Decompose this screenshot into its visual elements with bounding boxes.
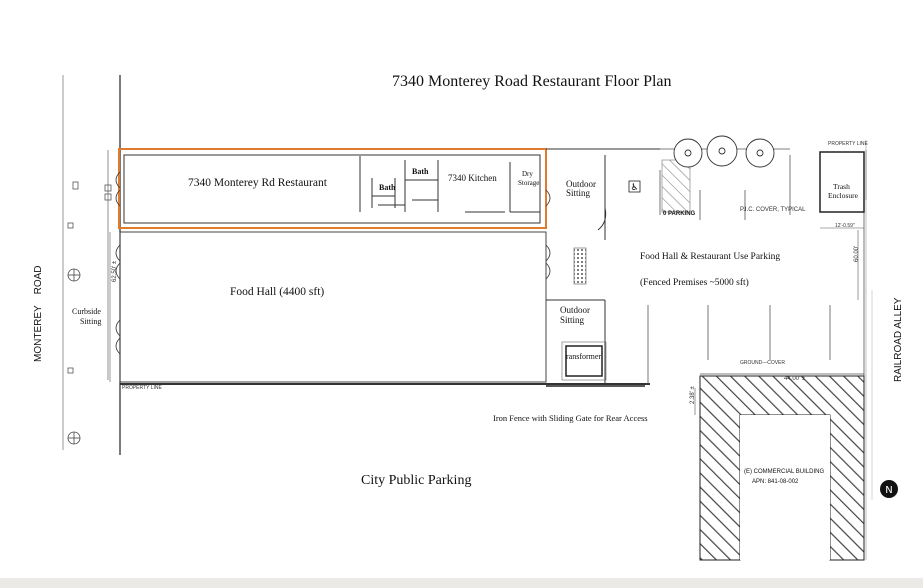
dry-storage-label-2: Storage: [518, 179, 540, 187]
ground-cover-label: GROUND—COVER: [740, 360, 786, 366]
food-hall-outline: [119, 231, 547, 383]
north-arrow-icon: N: [880, 480, 898, 498]
dim-238-label: 2.38' ±: [690, 386, 696, 404]
dim-trash-label: 12'-0.59": [835, 223, 855, 229]
gravel-strip: [573, 247, 587, 285]
trash-enclosure: [819, 151, 865, 213]
street-furniture: [67, 181, 112, 374]
kitchen-label: 7340 Kitchen: [448, 173, 497, 183]
dim-62-label: 62.50' ±: [112, 260, 118, 282]
dry-storage-label-1: Dry: [522, 170, 533, 178]
no-parking-hatch: [661, 159, 691, 213]
property-line-top-label: PROPERTY LINE: [828, 141, 868, 147]
pic-cover-label: P.I.C. COVER, TYPICAL: [740, 207, 806, 213]
restaurant-label: 7340 Monterey Rd Restaurant: [188, 177, 327, 189]
restaurant-interior-walls: [123, 154, 541, 224]
courtyard-walls: [546, 148, 660, 384]
railroad-alley-label: RAILROAD ALLEY: [893, 297, 904, 382]
outdoor-sitting-mid-label-1: Outdoor: [560, 305, 590, 315]
trash-label-2: Enclosure: [828, 191, 858, 200]
commercial-building-label-1: (E) COMMERCIAL BUILDING: [744, 469, 825, 475]
outdoor-sitting-top-label-2: Sitting: [566, 188, 591, 198]
curbside-label-2: Sitting: [80, 317, 102, 326]
parking-sub-label: (Fenced Premises ~5000 sft): [640, 278, 749, 288]
fire-hydrant-icon: [67, 268, 81, 445]
svg-text:♿: ♿: [630, 183, 638, 193]
bath-label-a: Bath: [412, 167, 429, 176]
entry-doors-west: [115, 171, 551, 355]
bottom-strip: [0, 578, 923, 588]
svg-text:N: N: [885, 485, 892, 496]
dim-44-label: 44.00' ±: [784, 376, 806, 382]
commercial-building-label-2: APN: 841-08-002: [752, 479, 799, 485]
curbside-label-1: Curbside: [72, 307, 101, 316]
city-parking-label: City Public Parking: [361, 473, 472, 488]
restaurant-outline: [118, 148, 547, 229]
transformer-box: [565, 345, 603, 377]
outdoor-sitting-top-label-1: Outdoor: [566, 179, 596, 189]
food-hall-label: Food Hall (4400 sft): [230, 286, 325, 298]
iron-fence-label: Iron Fence with Sliding Gate for Rear Ac…: [493, 413, 648, 423]
trash-label-1: Trash: [833, 182, 850, 191]
outdoor-sitting-mid-label-2: Sitting: [560, 315, 585, 325]
bath-label-b: Bath: [379, 183, 396, 192]
page-title: 7340 Monterey Road Restaurant Floor Plan: [392, 73, 672, 90]
transformer-outer: [561, 341, 607, 381]
tree-icon: [673, 135, 775, 168]
parking-title-label: Food Hall & Restaurant Use Parking: [640, 252, 781, 262]
dim-60-label: 60.00': [854, 245, 860, 262]
monterey-road-label: MONTEREY ROAD: [33, 265, 44, 363]
zero-parking-label: 0 PARKING: [663, 211, 696, 217]
property-line-left-label: PROPERTY LINE: [122, 385, 162, 391]
accessible-parking-icon: [628, 180, 641, 193]
transformer-label: ransformer: [566, 352, 602, 361]
commercial-building-inner: [740, 415, 830, 560]
